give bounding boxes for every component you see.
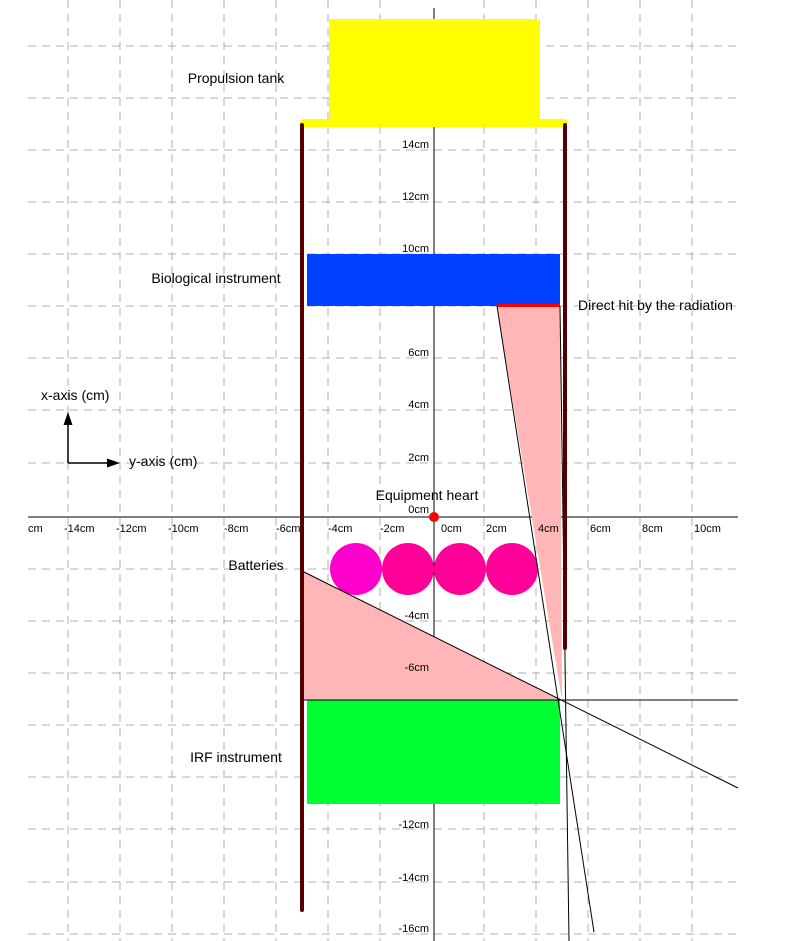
y-tick-label: -6cm xyxy=(405,662,429,674)
y-tick-label: 0cm xyxy=(408,504,429,516)
propulsion-tank xyxy=(329,19,540,122)
y-tick-label: 2cm xyxy=(408,452,429,464)
x-tick-label: 4cm xyxy=(538,523,559,535)
y-tick-label: 6cm xyxy=(408,347,429,359)
propulsion-tank-base xyxy=(300,119,568,127)
x-tick-label: -2cm xyxy=(380,523,404,535)
y-tick-labels: 14cm 12cm 10cm 6cm 4cm 2cm 0cm -4cm -6cm… xyxy=(398,139,429,935)
x-tick-label: -6cm xyxy=(276,523,300,535)
y-tick-label: 4cm xyxy=(408,399,429,411)
x-tick-label: 0cm xyxy=(441,523,462,535)
y-tick-label: 12cm xyxy=(402,191,429,203)
label-direct-hit: Direct hit by the radiation xyxy=(578,297,733,313)
label-x-axis: x-axis (cm) xyxy=(41,387,109,403)
y-tick-label: -14cm xyxy=(398,872,429,884)
label-biological-instrument: Biological instrument xyxy=(151,270,280,286)
equipment-heart xyxy=(429,512,439,522)
x-tick-label: 2cm xyxy=(486,523,507,535)
label-batteries: Batteries xyxy=(228,557,283,573)
radiation-zone-upper xyxy=(497,306,562,700)
y-tick-label: -4cm xyxy=(405,610,429,622)
biological-instrument xyxy=(307,254,560,306)
radiation-lines xyxy=(303,305,739,941)
x-tick-label: -4cm xyxy=(328,523,352,535)
x-tick-label: -12cm xyxy=(116,523,147,535)
label-equipment-heart: Equipment heart xyxy=(376,487,479,503)
x-tick-label: -10cm xyxy=(168,523,199,535)
x-tick-label: 10cm xyxy=(694,523,721,535)
axis-indicator xyxy=(63,412,120,468)
label-irf-instrument: IRF instrument xyxy=(190,749,282,765)
y-tick-label: 10cm xyxy=(402,243,429,255)
irf-instrument xyxy=(307,700,560,804)
battery-1 xyxy=(330,543,382,595)
y-tick-label: -16cm xyxy=(398,923,429,935)
label-propulsion-tank: Propulsion tank xyxy=(188,70,286,86)
label-y-axis: y-axis (cm) xyxy=(129,453,197,469)
x-tick-label: cm xyxy=(28,523,43,535)
battery-2 xyxy=(382,543,434,595)
x-tick-label: 8cm xyxy=(642,523,663,535)
battery-4 xyxy=(486,543,538,595)
x-tick-label: -14cm xyxy=(64,523,95,535)
x-tick-label: 6cm xyxy=(590,523,611,535)
x-tick-labels: cm -14cm -12cm -10cm -8cm -6cm -4cm -2cm… xyxy=(28,523,721,535)
battery-3 xyxy=(434,543,486,595)
x-tick-label: -8cm xyxy=(224,523,248,535)
y-tick-label: 14cm xyxy=(402,139,429,151)
y-tick-label: -12cm xyxy=(398,819,429,831)
